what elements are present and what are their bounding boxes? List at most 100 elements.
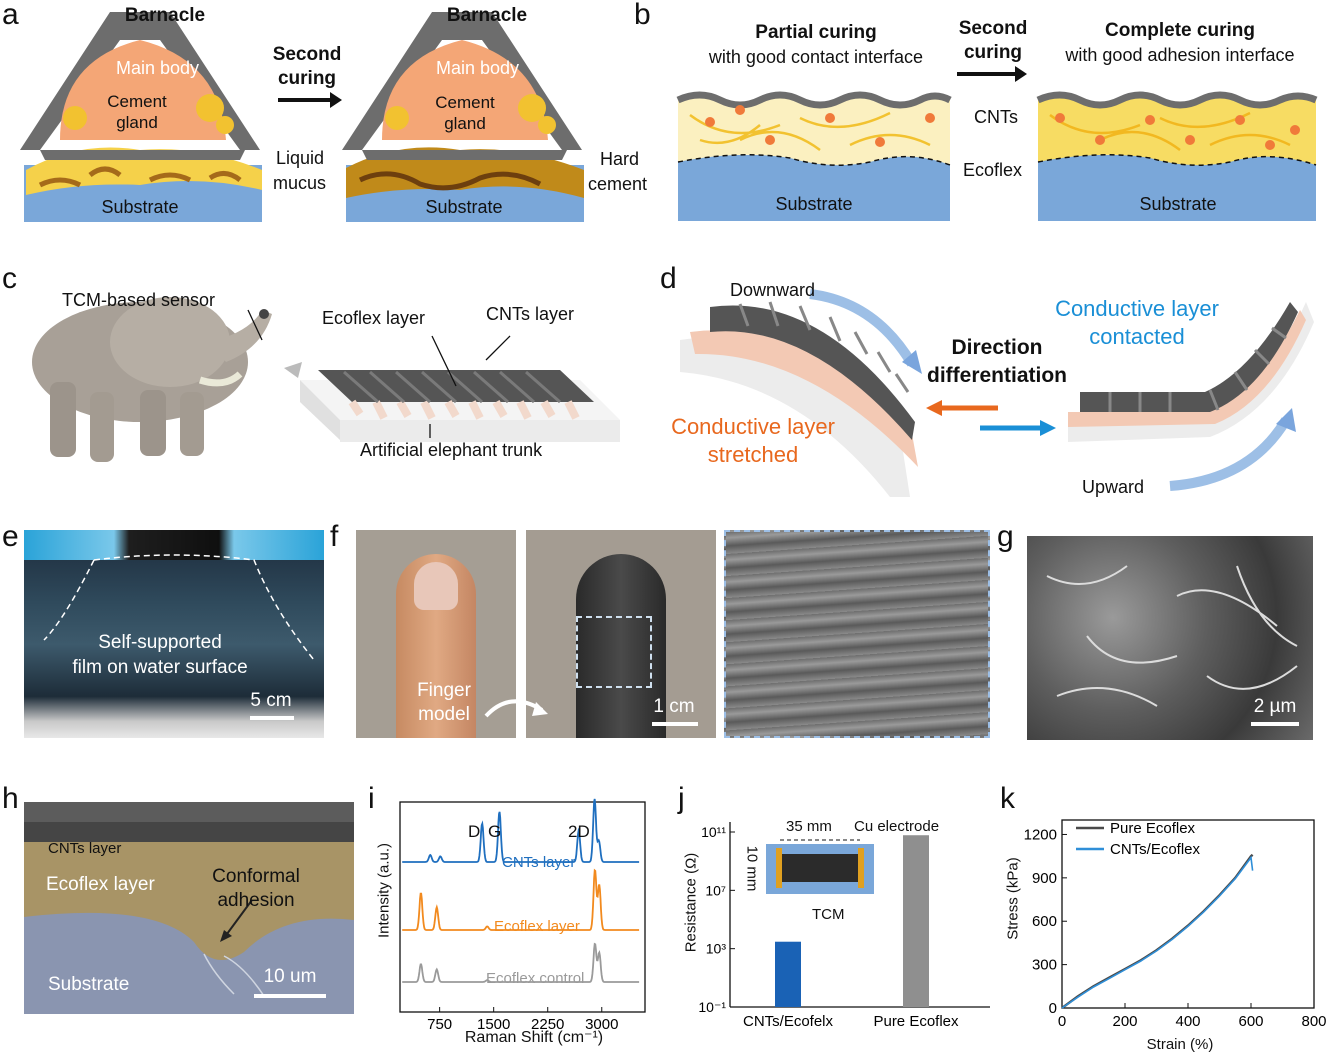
panel-g: g 2 µm bbox=[995, 520, 1329, 740]
y-tick-label: 10⁻¹ bbox=[698, 999, 726, 1015]
zoom-photo bbox=[724, 530, 990, 738]
panel-e: e Self-supported film on water surface 5… bbox=[0, 520, 330, 740]
x-axis-label: Raman Shift (cm⁻¹) bbox=[464, 1029, 604, 1046]
cement-gland-left-1: Cement bbox=[107, 92, 167, 111]
x-tick-label: 3000 bbox=[585, 1016, 618, 1033]
substrate-label: Substrate bbox=[48, 974, 130, 995]
bar bbox=[903, 835, 929, 1007]
cnts-layer-label: CNTs layer bbox=[486, 304, 575, 324]
downward-bend bbox=[680, 301, 918, 497]
substrate-right: Substrate bbox=[425, 197, 503, 217]
panel-label: i bbox=[368, 782, 375, 815]
series-line bbox=[402, 868, 640, 931]
cnts-label: CNTs bbox=[974, 107, 1018, 127]
y-tick-label: 10⁷ bbox=[705, 882, 726, 898]
x-tick-label: 600 bbox=[1238, 1013, 1263, 1030]
elephant-photo bbox=[32, 297, 272, 462]
trace-label-cnts: CNTs layer bbox=[502, 854, 576, 871]
ecoflex-layer-label: Ecoflex layer bbox=[46, 874, 155, 895]
panel-f: f Finger model 1 cm bbox=[330, 520, 990, 740]
main-body-left: Main body bbox=[115, 58, 200, 78]
upward-arrow bbox=[1169, 417, 1291, 491]
barnacle-illustration bbox=[20, 12, 584, 222]
peak-2d-label: 2D bbox=[568, 822, 590, 841]
x-axis-label: Strain (%) bbox=[1146, 1036, 1214, 1053]
y-tick-label: 0 bbox=[1049, 1000, 1057, 1017]
liquid-mucus-1: Liquid bbox=[276, 148, 325, 168]
finger-label-2: model bbox=[418, 704, 470, 725]
conformal-label-1: Conformal bbox=[212, 866, 300, 887]
conductive-contacted-1: Conductive layer bbox=[1055, 296, 1219, 321]
scale-bar bbox=[652, 722, 698, 726]
substrate-left: Substrate bbox=[101, 197, 179, 217]
y-tick-label: 300 bbox=[1032, 957, 1057, 974]
conductive-stretched-2: stretched bbox=[707, 442, 799, 467]
film-caption-1: Self-supported bbox=[98, 632, 222, 653]
barnacle-right bbox=[342, 12, 584, 222]
series-line bbox=[402, 798, 640, 863]
legend-entry: CNTs/Ecoflex bbox=[1110, 841, 1201, 858]
inset-electrode bbox=[858, 848, 864, 888]
panel-h: h CNTs layer Ecoflex layer Conformal adh… bbox=[0, 782, 360, 1022]
direction-arrows bbox=[926, 400, 1056, 436]
x-tick-label: 800 bbox=[1301, 1013, 1326, 1030]
panel-a: a Barnacle Barnacle Main body bbox=[0, 0, 660, 230]
plot-frame bbox=[399, 801, 646, 1013]
scale-bar-label: 2 µm bbox=[1253, 696, 1297, 717]
main-body-right: Main body bbox=[435, 58, 520, 78]
x-tick-label: 200 bbox=[1112, 1013, 1137, 1030]
panel-label: c bbox=[2, 262, 17, 295]
second-curing-1: Second bbox=[272, 44, 342, 65]
y-axis-label: Resistance (Ω) bbox=[682, 852, 700, 953]
scale-bar bbox=[1251, 722, 1299, 726]
conformal-label-2: adhesion bbox=[217, 890, 295, 911]
x-tick-label: Pure Ecoflex bbox=[873, 1013, 959, 1030]
ecoflex-layer-label: Ecoflex layer bbox=[322, 308, 426, 328]
y-axis-label: Intensity (a.u.) bbox=[375, 842, 393, 939]
cement-gland-left-2: gland bbox=[116, 113, 158, 132]
dim-width-label: 35 mm bbox=[786, 818, 832, 835]
trace-label-control: Ecoflex control bbox=[486, 970, 585, 987]
direction-2: differentiation bbox=[927, 364, 1067, 387]
downward-label: Downward bbox=[730, 280, 816, 300]
second-curing-2: curing bbox=[277, 68, 337, 89]
panel-d: d Downward Conductive layer contacted Di… bbox=[650, 262, 1329, 502]
upward-label: Upward bbox=[1082, 477, 1145, 497]
trace-label-ecoflex: Ecoflex layer bbox=[494, 918, 580, 935]
bar bbox=[775, 941, 801, 1007]
tcm-sensor-label: TCM-based sensor bbox=[62, 290, 216, 310]
sensor-structure bbox=[300, 370, 620, 442]
x-tick-label: 2250 bbox=[531, 1016, 564, 1033]
trunk-label: Artificial elephant trunk bbox=[360, 440, 543, 460]
second-curing-2: curing bbox=[963, 42, 1023, 63]
hard-cement-1: Hard bbox=[600, 149, 640, 169]
panel-label: h bbox=[2, 782, 19, 815]
y-tick-label: 1200 bbox=[1024, 826, 1057, 843]
inset-electrode bbox=[776, 848, 782, 888]
panel-b: b Partial curing with good contact inter… bbox=[630, 0, 1329, 230]
x-tick-label: CNTs/Ecofelx bbox=[743, 1013, 834, 1030]
cross-section-photo bbox=[24, 802, 354, 1014]
conductive-stretched-1: Conductive layer bbox=[671, 414, 835, 439]
panel-label: j bbox=[678, 782, 685, 815]
elephant-sensor-illustration bbox=[32, 297, 620, 462]
y-tick-label: 600 bbox=[1032, 913, 1057, 930]
coated-finger-photo bbox=[526, 530, 716, 738]
panel-label: g bbox=[997, 520, 1014, 553]
scale-bar-label: 10 um bbox=[263, 966, 317, 987]
y-tick-label: 10³ bbox=[706, 941, 727, 957]
finger-photo bbox=[356, 530, 516, 738]
peak-g-label: G bbox=[488, 822, 502, 841]
panel-label: a bbox=[2, 0, 19, 31]
upward-bend bbox=[1068, 302, 1314, 442]
legend-entry: Pure Ecoflex bbox=[1110, 820, 1196, 837]
substrate-left: Substrate bbox=[775, 194, 853, 214]
second-curing-1: Second bbox=[958, 18, 1028, 39]
direction-1: Direction bbox=[951, 336, 1043, 359]
series-line bbox=[402, 942, 640, 983]
cnts-layer-label: CNTs layer bbox=[48, 840, 122, 857]
